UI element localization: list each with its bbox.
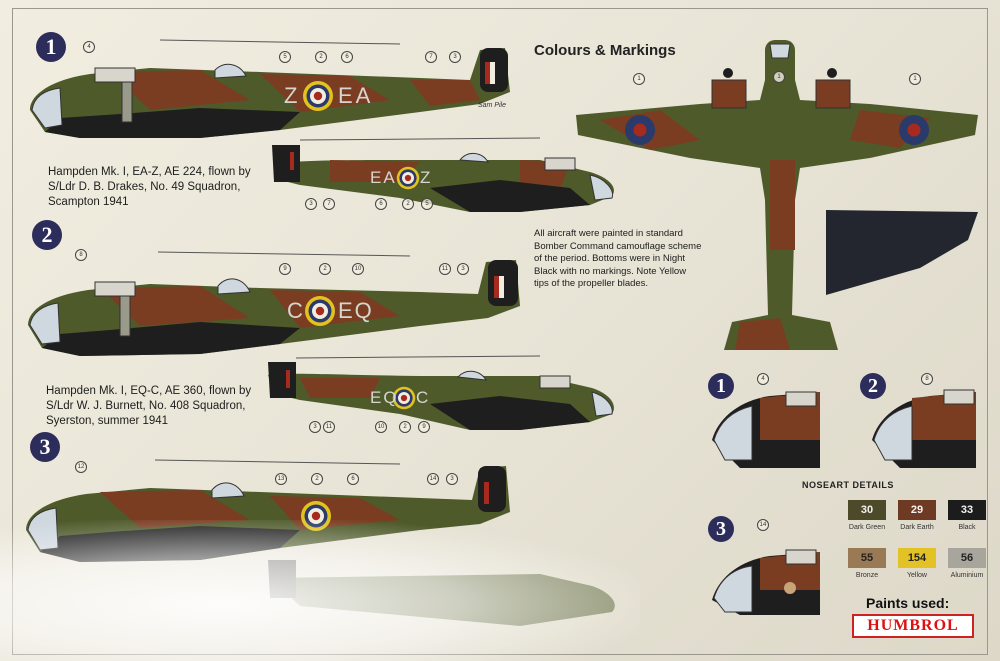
aircraft-2-right-profile [268, 355, 614, 430]
callout-top-view: 1 [773, 71, 785, 83]
callout-a2-right: 9 [418, 421, 430, 433]
aircraft-1-badge: 1 [36, 32, 66, 62]
callout-noseart: 14 [757, 519, 769, 531]
callout-a2-left: 2 [319, 263, 331, 275]
swatch-label: Dark Green [848, 524, 886, 531]
code-a2-left-2: EQ [338, 298, 374, 323]
aircraft-top-view [576, 40, 978, 350]
noseart-details-title: NOSEART DETAILS [802, 480, 894, 490]
callout-a1-left: 4 [83, 41, 95, 53]
callout-a1-left: 3 [449, 51, 461, 63]
artist-signature: Sam Pile [478, 102, 507, 109]
swatch-aluminium: 56 [948, 548, 986, 568]
callout-a2-left: 8 [75, 249, 87, 261]
swatch-bronze: 55 [848, 548, 886, 568]
aircraft-1-right-profile [272, 137, 614, 212]
swatch-yellow: 154 [898, 548, 936, 568]
code-a2-right-2: C [416, 388, 429, 407]
callout-a3-left: 13 [275, 473, 287, 485]
aircraft-1-left-profile [30, 39, 510, 138]
code-a1-left-2: EA [338, 83, 374, 108]
callout-a1-left: 6 [341, 51, 353, 63]
noseart-panel-3 [712, 549, 820, 615]
code-a2-left-1: C [287, 298, 303, 323]
callout-a2-right: 11 [323, 421, 335, 433]
humbrol-logo: HUMBROL [852, 614, 974, 638]
callout-a3-left: 6 [347, 473, 359, 485]
callout-a2-left: 9 [279, 263, 291, 275]
callout-a1-left: 2 [315, 51, 327, 63]
callout-a2-right: 10 [375, 421, 387, 433]
callout-a1-left: 5 [279, 51, 291, 63]
swatch-dark-green: 30 [848, 500, 886, 520]
callout-a3-left: 3 [446, 473, 458, 485]
code-a1-right-1: EA [370, 168, 397, 187]
callout-a3-left: 12 [75, 461, 87, 473]
callout-noseart: 8 [921, 373, 933, 385]
swatch-dark-earth: 29 [898, 500, 936, 520]
callout-a2-left: 11 [439, 263, 451, 275]
swatch-label: Black [958, 524, 976, 531]
aircraft-2-badge: 2 [32, 220, 62, 250]
callout-a3-left: 14 [427, 473, 439, 485]
swatch-label: Yellow [907, 572, 927, 579]
callout-a1-right: 3 [305, 198, 317, 210]
callout-a1-right: 7 [323, 198, 335, 210]
callout-top-view: 1 [909, 73, 921, 85]
aircraft-3-badge: 3 [30, 432, 60, 462]
swatch-label: Aluminium [950, 572, 984, 579]
callout-a2-left: 10 [352, 263, 364, 275]
code-a2-right-1: EQ [370, 388, 399, 407]
noseart-3-badge: 3 [708, 516, 734, 542]
noseart-panel-2 [872, 389, 976, 468]
swatch-label: Bronze [855, 572, 879, 579]
callout-a3-left: 2 [311, 473, 323, 485]
code-a1-left-1: Z [284, 83, 301, 108]
callout-a1-right: 5 [421, 198, 433, 210]
callout-noseart: 4 [757, 373, 769, 385]
callout-a2-left: 3 [457, 263, 469, 275]
callout-top-view: 1 [633, 73, 645, 85]
page-title: Colours & Markings [534, 42, 676, 59]
swatch-black: 33 [948, 500, 986, 520]
callout-a1-left: 7 [425, 51, 437, 63]
callout-a1-right: 6 [375, 198, 387, 210]
noseart-2-badge: 2 [860, 373, 886, 399]
code-a1-right-2: Z [420, 168, 431, 187]
aircraft-2-left-profile [28, 251, 520, 356]
aircraft-3-right-profile [268, 560, 615, 626]
swatch-label: Dark Earth [900, 524, 934, 531]
noseart-1-badge: 1 [708, 373, 734, 399]
callout-a2-right: 2 [399, 421, 411, 433]
callout-a1-right: 2 [402, 198, 414, 210]
paints-used-label: Paints used: [866, 595, 950, 611]
noseart-panel-1 [712, 391, 820, 468]
callout-a2-right: 3 [309, 421, 321, 433]
underside-wing-black [826, 210, 978, 295]
